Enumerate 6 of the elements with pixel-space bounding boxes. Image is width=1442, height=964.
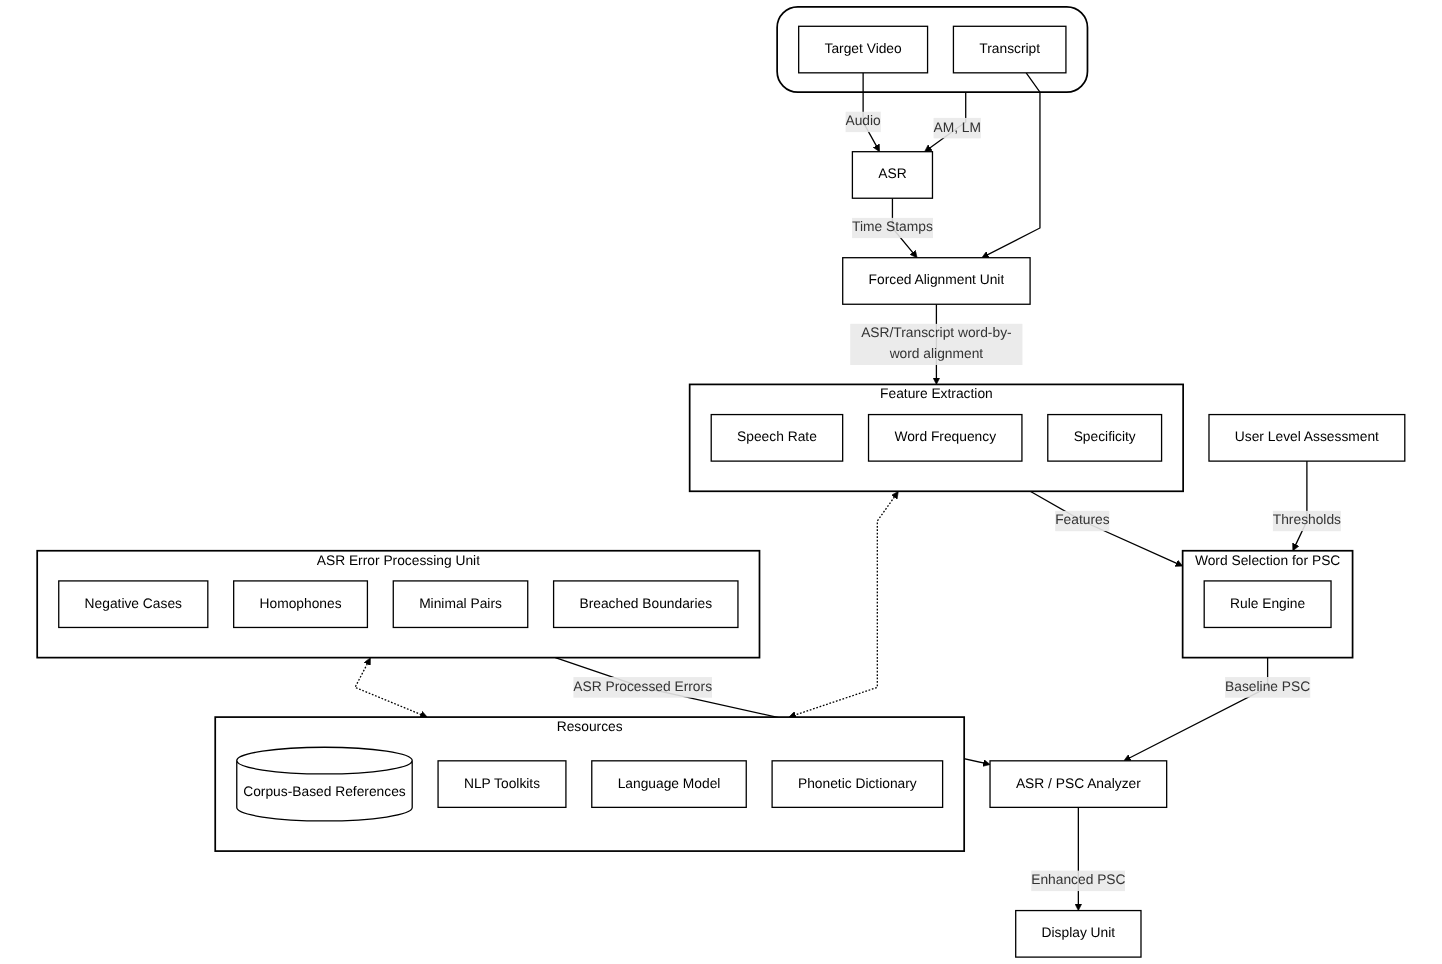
arrow [1029,490,1183,567]
arrow [354,657,428,718]
arrow [924,91,967,153]
arrow [981,72,1041,259]
arrow [788,491,899,719]
cluster [776,6,1089,94]
